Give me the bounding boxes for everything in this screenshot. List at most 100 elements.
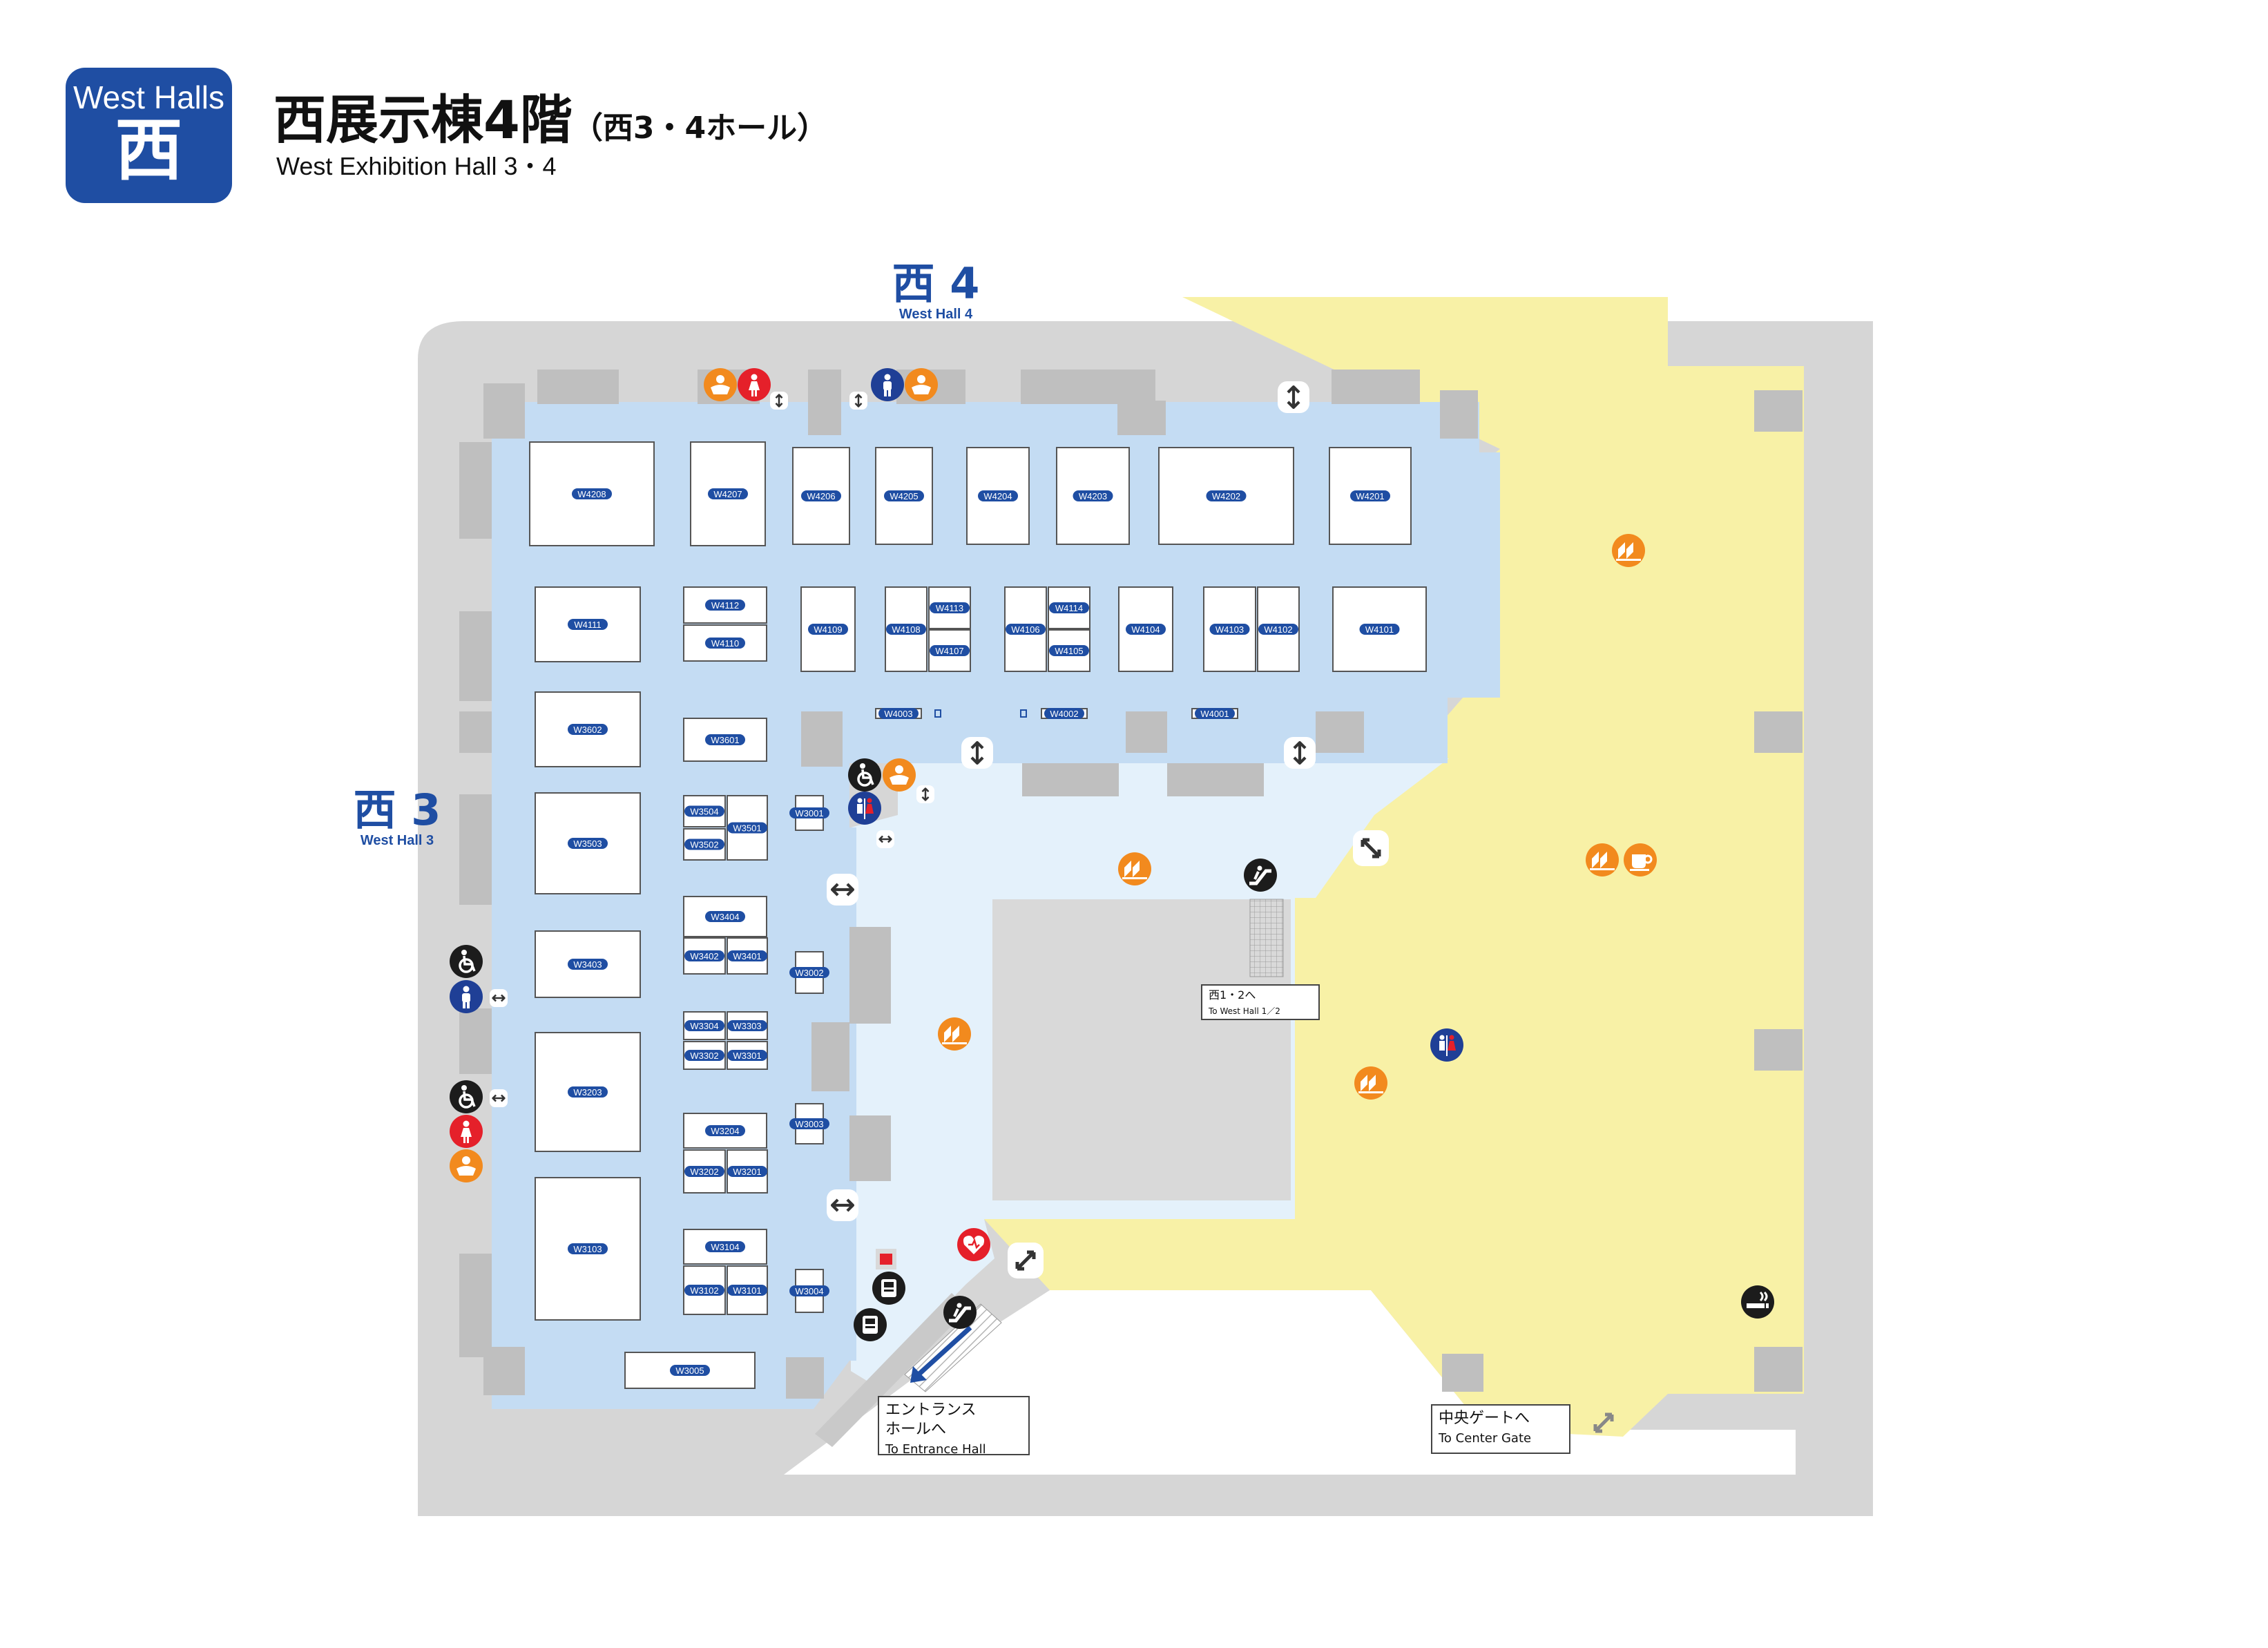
- booth-w4201[interactable]: W4201: [1329, 447, 1412, 545]
- booth-w3402[interactable]: W3402: [683, 937, 726, 975]
- booth-w4106[interactable]: W4106: [1004, 586, 1047, 672]
- booth-w4202[interactable]: W4202: [1158, 447, 1294, 545]
- booth-id-pill: [568, 838, 608, 849]
- booth-w4207[interactable]: W4207: [690, 441, 766, 546]
- booth-w4108[interactable]: W4108: [885, 586, 928, 672]
- booth-w3502[interactable]: W3502: [683, 828, 726, 861]
- icon-disc: [450, 1080, 483, 1113]
- booth-w3404[interactable]: W3404: [683, 896, 767, 937]
- booth-id-label: W4102: [1264, 624, 1292, 635]
- booth-w3104[interactable]: W3104: [683, 1229, 767, 1265]
- title-main: 西展示棟4階: [273, 89, 573, 151]
- booth-w3503[interactable]: W3503: [535, 792, 641, 894]
- booth-w3003[interactable]: W3003: [789, 1103, 829, 1144]
- booth-id-pill: [1126, 624, 1166, 635]
- horizontal-passage-arrow-icon: [490, 1089, 508, 1107]
- booth-w3304[interactable]: W3304: [683, 1011, 726, 1040]
- wall-pillar: [1754, 1347, 1803, 1392]
- vertical-passage-arrow-icon: [849, 392, 867, 410]
- booth-w4204[interactable]: W4204: [966, 447, 1030, 545]
- escalator-icon: [1244, 859, 1277, 892]
- booth-w4206[interactable]: W4206: [792, 447, 850, 545]
- booth-w3204[interactable]: W3204: [683, 1113, 767, 1149]
- page-subtitle: West Exhibition Hall 3・4: [276, 152, 557, 180]
- horizontal-passage-arrow-icon: [876, 830, 894, 848]
- booth-w3504[interactable]: W3504: [683, 795, 726, 827]
- icon-disc: [848, 758, 881, 792]
- booth-w4113[interactable]: W4113: [928, 586, 971, 629]
- booth-id-label: W3002: [795, 968, 823, 978]
- booth-outline: [535, 1177, 641, 1321]
- booth-outline: [683, 896, 767, 937]
- booth-w3001[interactable]: W3001: [789, 795, 829, 831]
- booth-w4102[interactable]: W4102: [1257, 586, 1300, 672]
- wall-pillar: [1754, 1029, 1803, 1071]
- booth-id-pill: [1209, 624, 1250, 635]
- booth-w3202[interactable]: W3202: [683, 1149, 726, 1194]
- booth-id-pill: [684, 1166, 724, 1177]
- booth-w4112[interactable]: W4112: [683, 586, 767, 624]
- booth-id-label: W3401: [733, 951, 761, 961]
- booth-id-pill: [1073, 490, 1113, 501]
- booth-id-pill: [708, 488, 748, 499]
- booth-w4114[interactable]: W4114: [1048, 586, 1090, 629]
- booth-id-label: W4204: [983, 491, 1012, 501]
- booth-w4111[interactable]: W4111: [535, 586, 641, 662]
- horizontal-passage-arrow-icon: [827, 874, 858, 906]
- booth-w3303[interactable]: W3303: [727, 1011, 768, 1040]
- horizontal-passage-arrow-icon: [827, 1189, 858, 1221]
- west-halls-badge: West Halls 西: [66, 68, 232, 203]
- booth-w4103[interactable]: W4103: [1203, 586, 1256, 672]
- unisex-restroom-icon: [1430, 1028, 1463, 1062]
- booth-w3101[interactable]: W3101: [727, 1265, 768, 1315]
- booth-id-label: W3202: [690, 1167, 718, 1177]
- booth-w4003[interactable]: W4003: [875, 708, 922, 719]
- wall-pillar: [459, 1008, 492, 1074]
- wall-pillar: [483, 383, 525, 439]
- booth-w4001[interactable]: W4001: [1191, 708, 1238, 719]
- booth-w3301[interactable]: W3301: [727, 1041, 768, 1070]
- booth-w3201[interactable]: W3201: [727, 1149, 768, 1194]
- booth-w3602[interactable]: W3602: [535, 691, 641, 767]
- badge-kanji: 西: [115, 111, 183, 190]
- booth-w3004[interactable]: W3004: [789, 1269, 829, 1313]
- vertical-passage-arrow-icon: [770, 392, 788, 410]
- booth-w3302[interactable]: W3302: [683, 1041, 726, 1070]
- booth-w4208[interactable]: W4208: [529, 441, 655, 546]
- icon-disc: [943, 1296, 977, 1329]
- booth-id-pill: [789, 1285, 829, 1296]
- booth-w3203[interactable]: W3203: [535, 1032, 641, 1152]
- booth-w4104[interactable]: W4104: [1118, 586, 1173, 672]
- booth-w4101[interactable]: W4101: [1332, 586, 1427, 672]
- entrance-ramp: [815, 1293, 968, 1447]
- booth-w3005[interactable]: W3005: [624, 1352, 756, 1389]
- hall-kanji: 西 3: [353, 785, 441, 835]
- booth-w3601[interactable]: W3601: [683, 718, 767, 762]
- booth-w3401[interactable]: W3401: [727, 937, 768, 975]
- diagonal-arrow-icon: [1008, 1243, 1044, 1278]
- booth-w4205[interactable]: W4205: [875, 447, 933, 545]
- booth-id-pill: [727, 950, 767, 961]
- booth-id-label: W3003: [795, 1119, 823, 1129]
- booth-id-pill: [727, 1020, 767, 1031]
- booth-w4110[interactable]: W4110: [683, 624, 767, 662]
- booth-w4107[interactable]: W4107: [928, 629, 971, 672]
- booth-w3103[interactable]: W3103: [535, 1177, 641, 1321]
- booth-w4105[interactable]: W4105: [1048, 629, 1090, 672]
- vertical-passage-arrow-icon: [1278, 381, 1309, 413]
- booth-w4109[interactable]: W4109: [800, 586, 856, 672]
- wall-pillar: [1754, 711, 1803, 753]
- booth-id-pill: [684, 1285, 724, 1296]
- booth-w3403[interactable]: W3403: [535, 930, 641, 998]
- booth-id-pill: [684, 950, 724, 961]
- booth-id-pill: [727, 1285, 767, 1296]
- booth-w4002[interactable]: W4002: [1041, 708, 1088, 719]
- booth-w3002[interactable]: W3002: [789, 951, 829, 994]
- booth-id-label: W4003: [884, 709, 912, 719]
- booth-w3501[interactable]: W3501: [727, 795, 768, 861]
- booth-id-pill: [886, 624, 926, 635]
- booth-w4203[interactable]: W4203: [1056, 447, 1130, 545]
- booth-w3102[interactable]: W3102: [683, 1265, 726, 1315]
- wall-pillar: [849, 1115, 891, 1181]
